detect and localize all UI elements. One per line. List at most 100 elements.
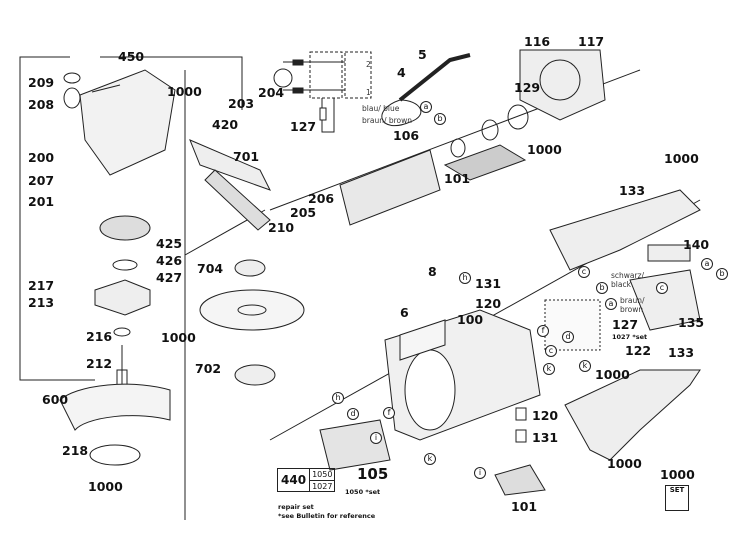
circle-letter: b — [716, 268, 728, 280]
gear-housing — [79, 69, 176, 176]
repair-code: 1050 — [310, 470, 335, 481]
bulletin-note: *see Bulletin for reference — [278, 512, 376, 520]
armature — [339, 149, 441, 226]
part-label: 8 — [428, 264, 437, 279]
part-label: 120 — [475, 296, 502, 311]
part-label: 216 — [86, 329, 113, 344]
part-label: 209 — [28, 75, 55, 90]
circle-letter: k — [543, 363, 555, 375]
repair-code: 1027 — [312, 482, 333, 491]
circle-letter: k — [579, 360, 591, 372]
part-label: 116 — [524, 34, 551, 49]
set-note-1050: 1050 *set — [345, 488, 381, 496]
part-label: 450 — [118, 49, 145, 64]
repair-set-number: 440 — [278, 469, 311, 491]
circle-letter: c — [545, 345, 557, 357]
part-label: 127 — [290, 119, 317, 134]
circle-letter: b — [434, 113, 446, 125]
left-frame — [19, 56, 95, 381]
part-label: 420 — [212, 117, 239, 132]
set-icon: SET — [665, 485, 689, 511]
part-label: 140 — [683, 237, 710, 252]
part-label: 1000 — [527, 142, 562, 157]
part-label: 201 — [28, 194, 55, 209]
part-label: 1000 — [167, 84, 202, 99]
set-icon-text: SET — [669, 486, 685, 494]
part-label: 131 — [475, 276, 502, 291]
part-label: 133 — [619, 183, 646, 198]
part-label: 213 — [28, 295, 55, 310]
part-label: 212 — [86, 356, 113, 371]
wire-note-black: schwarz/ black — [611, 271, 645, 289]
switch-number: 1 — [366, 88, 371, 97]
part-label: 217 — [28, 278, 55, 293]
part-label: 5 — [418, 47, 427, 62]
part-label: 105 — [357, 465, 389, 483]
part-label: 1000 — [161, 330, 196, 345]
circle-letter: c — [656, 282, 668, 294]
part-label: 101 — [511, 499, 538, 514]
part-label: 702 — [195, 361, 222, 376]
part-label: 1000 — [607, 456, 642, 471]
wire-note-blue: blau/ blue — [362, 104, 400, 113]
bracket-450 — [100, 56, 243, 110]
wire-note-brown: braun/ brown — [362, 116, 413, 125]
part-label: 120 — [532, 408, 559, 423]
part-label: 122 — [625, 343, 652, 358]
part-label: 427 — [156, 270, 183, 285]
part-label: 207 — [28, 173, 55, 188]
part-label: 425 — [156, 236, 183, 251]
part-label: 127 — [612, 317, 639, 332]
circle-letter: i — [370, 432, 382, 444]
circle-letter: h — [332, 392, 344, 404]
part-label: 210 — [268, 220, 295, 235]
part-label: 200 — [28, 150, 55, 165]
part-label: 1000 — [660, 467, 695, 482]
part-label: 135 — [678, 315, 705, 330]
set-note-1027: 1027 *set — [612, 333, 648, 341]
part-label: 426 — [156, 253, 183, 268]
circle-letter: a — [420, 101, 432, 113]
circuit-schematic — [273, 51, 372, 133]
circle-letter: d — [562, 331, 574, 343]
part-label: 106 — [393, 128, 420, 143]
part-label: 100 — [457, 312, 484, 327]
part-label: 1000 — [664, 151, 699, 166]
field-coil — [319, 419, 391, 471]
part-label: 203 — [228, 96, 255, 111]
circle-letter: a — [701, 258, 713, 270]
part-label: 205 — [290, 205, 317, 220]
circle-letter: f — [537, 325, 549, 337]
part-label: 4 — [397, 65, 406, 80]
circle-letter: a — [605, 298, 617, 310]
part-label: 131 — [532, 430, 559, 445]
part-label: 129 — [514, 80, 541, 95]
part-label: 218 — [62, 443, 89, 458]
switch-number: 2 — [366, 60, 371, 69]
part-label: 1000 — [88, 479, 123, 494]
part-label: 701 — [233, 149, 260, 164]
part-label: 208 — [28, 97, 55, 112]
circle-letter: k — [424, 453, 436, 465]
wire-note-brown-2: braun/ brown — [620, 296, 645, 314]
circle-letter: f — [383, 407, 395, 419]
circle-letter: d — [347, 408, 359, 420]
guard — [59, 383, 171, 431]
rear-handle — [564, 369, 701, 461]
part-label: 704 — [197, 261, 224, 276]
part-label: 6 — [400, 305, 409, 320]
part-label: 206 — [308, 191, 335, 206]
part-label: 133 — [668, 345, 695, 360]
circle-letter: c — [578, 266, 590, 278]
part-label: 204 — [258, 85, 285, 100]
part-label: 600 — [42, 392, 69, 407]
repair-set-box: 440 1050 1027 — [277, 468, 336, 492]
repair-set-caption: repair set — [278, 503, 314, 511]
circle-letter: i — [474, 467, 486, 479]
part-label: 1000 — [595, 367, 630, 382]
circle-letter: b — [596, 282, 608, 294]
part-label: 101 — [444, 171, 471, 186]
part-label: 117 — [578, 34, 605, 49]
